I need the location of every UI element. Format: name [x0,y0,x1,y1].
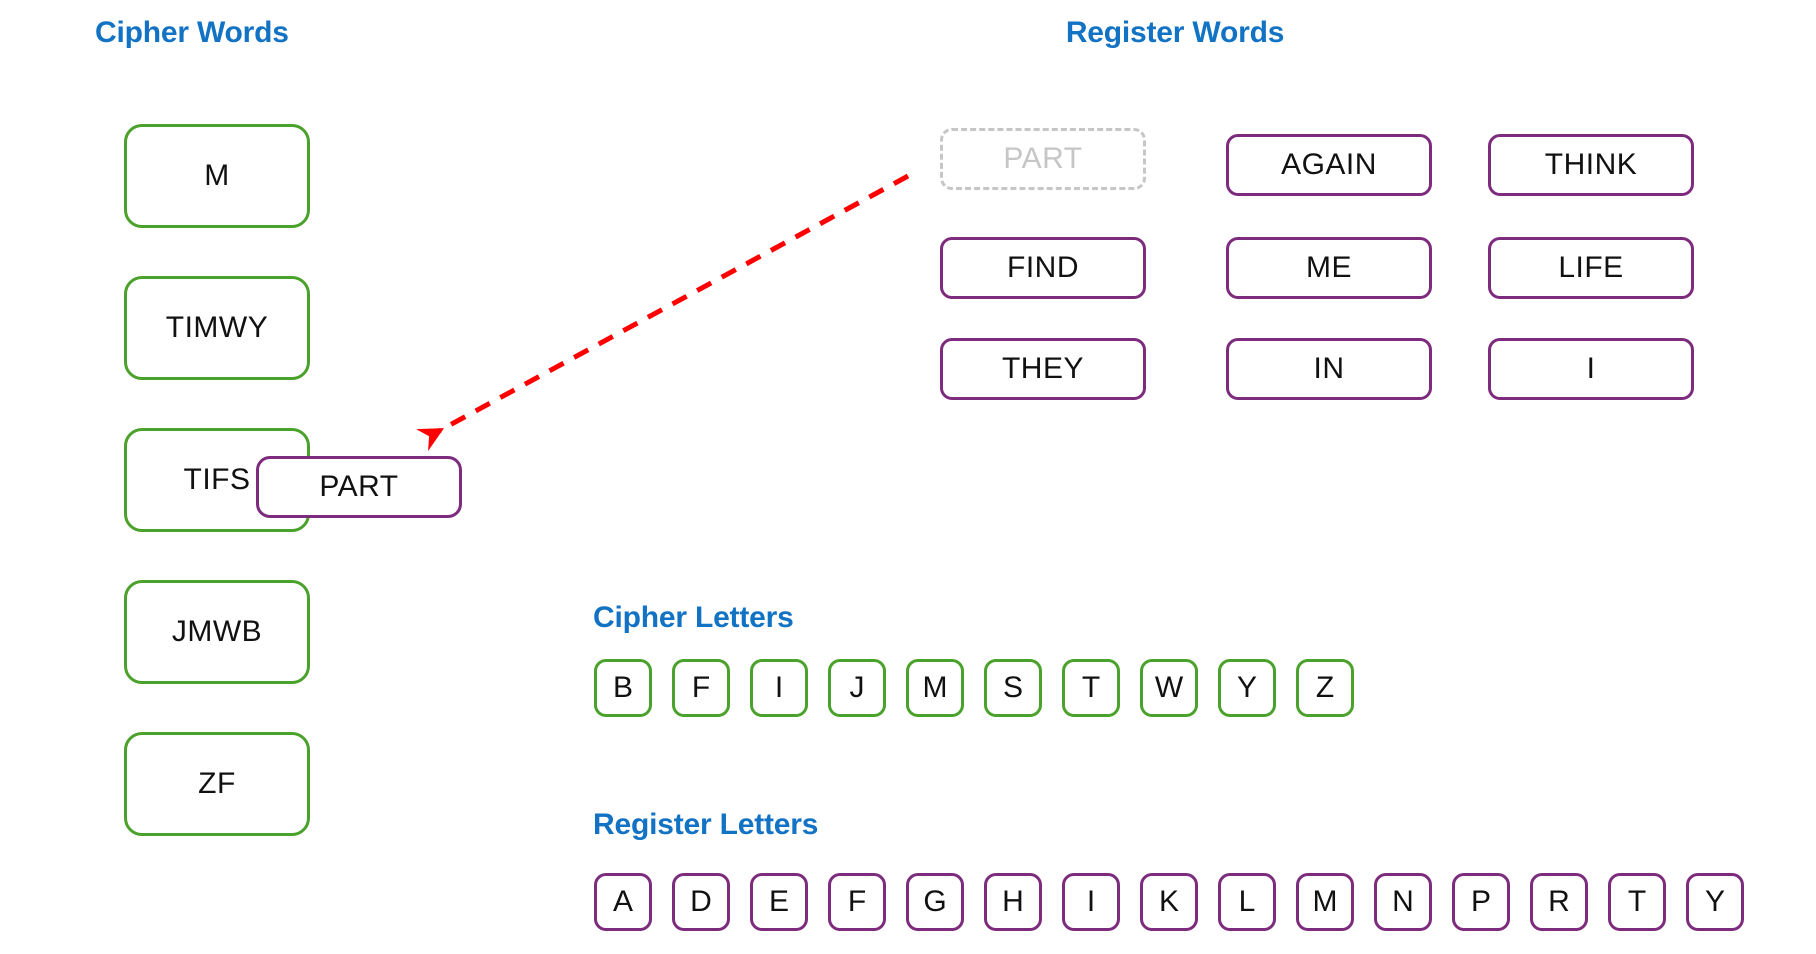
register-word-chip[interactable]: I [1488,338,1694,400]
register-letter-tile[interactable]: Y [1686,873,1744,931]
register-word-chip[interactable]: LIFE [1488,237,1694,299]
cipher-letter-tile-label: M [922,671,948,704]
register-word-chip[interactable]: ME [1226,237,1432,299]
register-letter-tile-label: I [1086,885,1096,918]
cipher-word-chip[interactable]: TIMWY [124,276,310,380]
register-letter-tile-label: N [1392,885,1414,918]
cipher-letter-tile-label: B [612,671,633,704]
cipher-letter-tile[interactable]: J [828,659,886,717]
register-word-label: THEY [1001,352,1084,385]
cipher-letter-tile-label: Z [1315,671,1335,704]
register-word-chip[interactable]: FIND [940,237,1146,299]
cipher-letter-tile[interactable]: W [1140,659,1198,717]
cipher-word-label: ZF [198,767,236,800]
register-letter-tile-label: R [1548,885,1570,918]
register-letter-tile[interactable]: K [1140,873,1198,931]
cipher-letter-tile-label: I [774,671,784,704]
register-letter-tile[interactable]: H [984,873,1042,931]
register-letter-tile-label: F [847,885,867,918]
cipher-word-label: TIFS [183,463,251,496]
register-word-chip[interactable]: THINK [1488,134,1694,196]
register-word-label: IN [1313,352,1345,385]
register-word-chip[interactable]: IN [1226,338,1432,400]
cipher-word-chip[interactable]: M [124,124,310,228]
register-word-chip[interactable]: AGAIN [1226,134,1432,196]
register-letter-tile[interactable]: R [1530,873,1588,931]
cipher-letter-tile[interactable]: T [1062,659,1120,717]
register-words-heading: Register Words [1065,16,1285,49]
register-letter-tile-label: D [690,885,712,918]
register-word-placeholder[interactable]: PART [940,128,1146,190]
cipher-letter-tile-label: S [1002,671,1023,704]
register-letter-tile-label: L [1238,885,1256,918]
register-letters-heading: Register Letters [593,808,819,841]
cipher-letter-tile[interactable]: B [594,659,652,717]
cipher-letter-tile-label: J [849,671,865,704]
cipher-letters-heading: Cipher Letters [593,601,794,634]
cipher-letter-tile-label: Y [1236,671,1257,704]
register-letter-tile[interactable]: M [1296,873,1354,931]
cipher-letter-tile[interactable]: I [750,659,808,717]
register-letter-tile[interactable]: E [750,873,808,931]
register-letter-tile-label: M [1312,885,1338,918]
register-letter-tile-label: G [923,885,947,918]
register-letter-tile[interactable]: I [1062,873,1120,931]
register-word-label: FIND [1007,251,1079,284]
cipher-word-label: TIMWY [165,311,269,344]
cipher-word-label: JMWB [171,615,263,648]
cipher-words-heading: Cipher Words [95,16,289,49]
register-word-label: LIFE [1558,251,1624,284]
register-letter-tile[interactable]: L [1218,873,1276,931]
register-letter-tile[interactable]: A [594,873,652,931]
register-letter-tile[interactable]: D [672,873,730,931]
dragged-word-chip[interactable]: PART [256,456,462,518]
cipher-letter-tile-label: T [1081,671,1101,704]
register-word-label: AGAIN [1281,148,1377,181]
cipher-letter-tile[interactable]: Z [1296,659,1354,717]
register-letter-tile-label: P [1470,885,1491,918]
register-letter-tile[interactable]: F [828,873,886,931]
cipher-letter-tile[interactable]: M [906,659,964,717]
register-letter-tile-label: T [1627,885,1647,918]
register-letter-tile[interactable]: N [1374,873,1432,931]
register-word-label: THINK [1544,148,1638,181]
register-word-chip[interactable]: THEY [940,338,1146,400]
register-letter-tile-label: A [612,885,633,918]
cipher-word-chip[interactable]: ZF [124,732,310,836]
register-word-label: I [1586,352,1596,385]
register-letter-tile-label: E [768,885,789,918]
register-word-label: PART [1003,142,1083,175]
register-letter-tile[interactable]: P [1452,873,1510,931]
register-letter-tile[interactable]: T [1608,873,1666,931]
cipher-word-chip[interactable]: JMWB [124,580,310,684]
cipher-letter-tile-label: W [1154,671,1184,704]
register-letter-tile-label: H [1002,885,1024,918]
cipher-letter-tile[interactable]: Y [1218,659,1276,717]
cipher-word-label: M [204,159,230,192]
register-letter-tile-label: K [1158,885,1179,918]
cipher-letter-tile[interactable]: F [672,659,730,717]
register-letter-tile-label: Y [1704,885,1725,918]
cipher-letter-tile[interactable]: S [984,659,1042,717]
register-letter-tile[interactable]: G [906,873,964,931]
register-word-label: ME [1306,251,1352,284]
cipher-letter-tile-label: F [691,671,711,704]
